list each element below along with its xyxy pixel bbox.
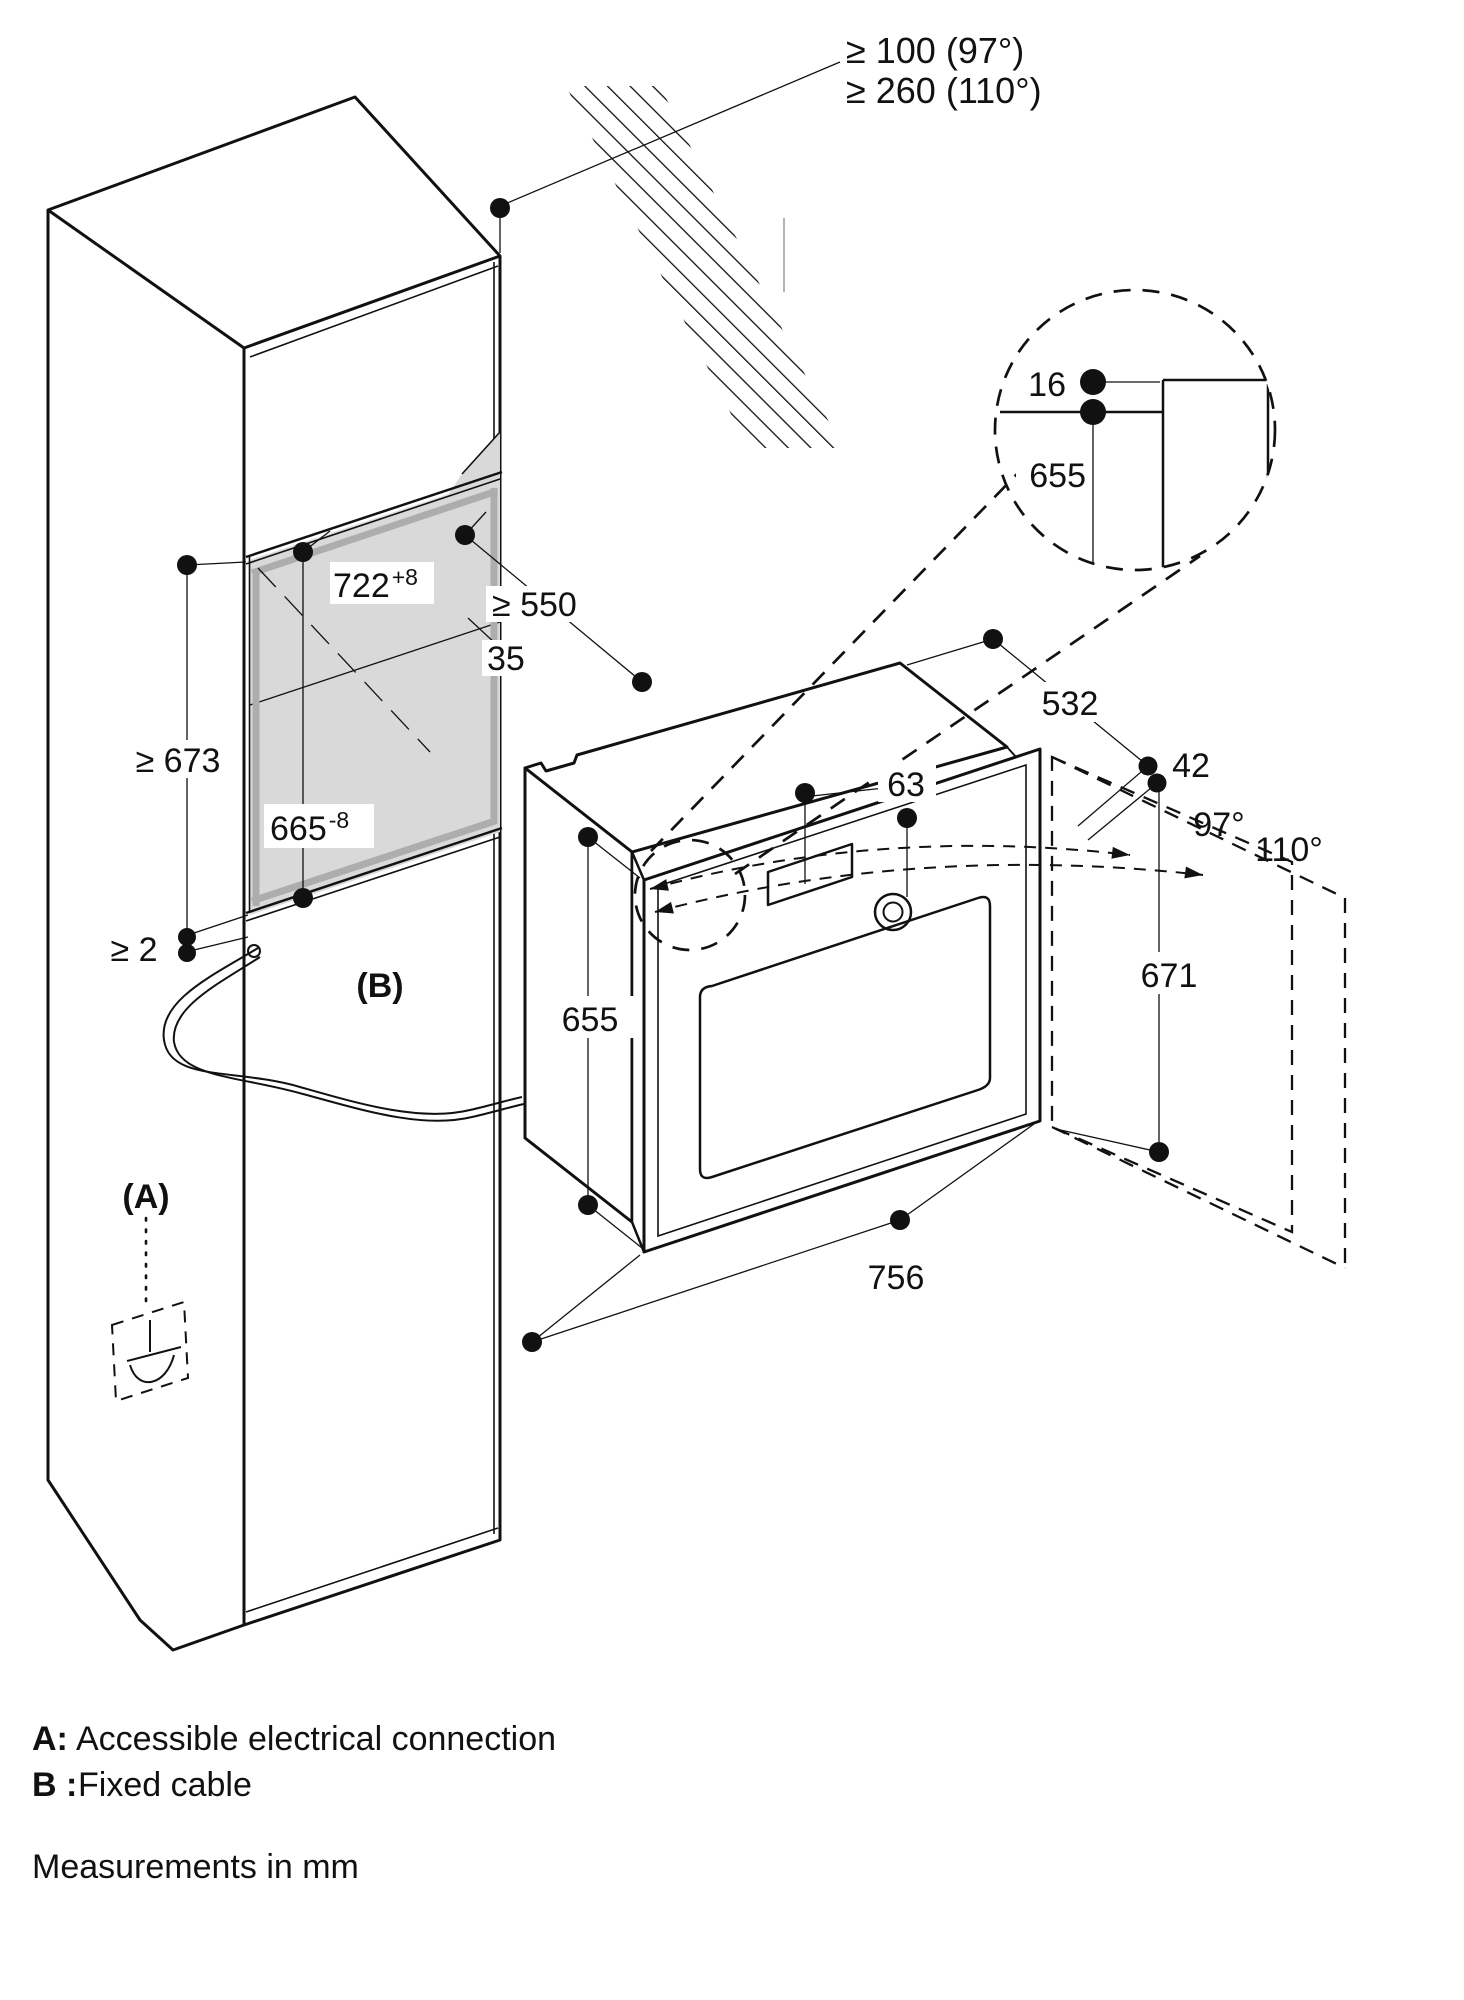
marker-b-label: (B) (356, 967, 403, 1005)
legend: A: Accessible electrical connection B : … (32, 1720, 556, 1886)
swing-arc-97 (649, 844, 1131, 890)
labels: ≥ 100 (97°) ≥ 260 (110°) 16 655 722+8 ≥ … (110, 30, 1322, 1297)
legend-b-key: B : (32, 1766, 77, 1804)
label-knockouts (126, 452, 1206, 1296)
niche-height-label: 665-8 (270, 807, 349, 848)
door-height-label: 671 (1141, 957, 1198, 995)
angle-97-label: 97° (1193, 806, 1244, 844)
niche-ceiling-strip (445, 432, 500, 499)
oven-height-label: 655 (562, 1001, 619, 1039)
oven-depth-label: 532 (1042, 685, 1099, 723)
niche-min-height-label: ≥ 673 (136, 742, 221, 780)
swing-arc-110 (654, 863, 1204, 913)
oven-door-window (698, 895, 992, 1180)
niche-depth-label: ≥ 550 (492, 586, 577, 624)
callout-source-circle (633, 838, 747, 952)
niche-strip-label: 35 (487, 640, 525, 678)
door-swing (649, 755, 1347, 1270)
control-display (766, 842, 854, 907)
measure-dots (177, 198, 1169, 1352)
legend-a-key: A: (32, 1720, 68, 1758)
legend-a-text: Accessible electrical connection (76, 1720, 556, 1758)
open-door-97 (1050, 755, 1294, 1234)
knob-offset-label: 63 (887, 766, 925, 804)
clearance-label-97: ≥ 100 (97°) (846, 30, 1024, 71)
marker-a-label: (A) (122, 1178, 169, 1216)
control-knob (873, 892, 913, 932)
fixed-cable (162, 944, 525, 1122)
socket-icon (129, 1354, 175, 1384)
legend-b-text: Fixed cable (78, 1766, 252, 1804)
door-gap-label: 42 (1172, 747, 1210, 785)
oven (523, 661, 1042, 1254)
bottom-gap-label: ≥ 2 (110, 931, 157, 969)
oven-top-face (523, 661, 1009, 854)
measurement-note: Measurements in mm (32, 1848, 359, 1886)
socket-box (110, 1300, 190, 1403)
detail-circle (993, 288, 1277, 572)
detail-gap-label: 16 (1028, 366, 1066, 404)
clearance-label-110: ≥ 260 (110°) (846, 70, 1042, 111)
detail-callout (633, 288, 1277, 952)
wall-hatch (566, 86, 842, 448)
niche-width-label: 722+8 (333, 564, 418, 605)
electrical-connection-symbol (110, 1216, 190, 1403)
cable-end (247, 944, 261, 958)
open-door-110 (1051, 755, 1347, 1270)
detail-height-label: 655 (1029, 457, 1086, 495)
angle-110-label: 110° (1255, 831, 1323, 869)
oven-width-label: 756 (868, 1259, 925, 1297)
